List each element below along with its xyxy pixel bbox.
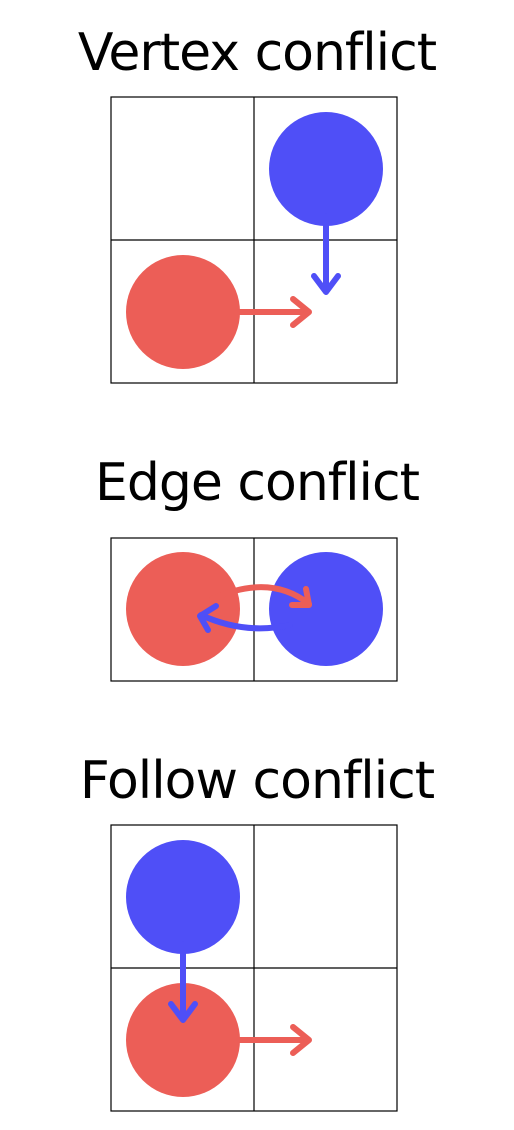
red-agent bbox=[126, 255, 240, 369]
red-move-right-arrow bbox=[233, 1024, 312, 1056]
blue-agent bbox=[269, 552, 383, 666]
grid-2x2 bbox=[110, 96, 398, 384]
grid-1x2 bbox=[110, 537, 398, 682]
edge-conflict-title: Edge conflict bbox=[95, 453, 420, 513]
blue-agent bbox=[126, 840, 240, 954]
grid-2x2 bbox=[110, 824, 398, 1112]
red-agent bbox=[126, 983, 240, 1097]
red-swap-right-arrow bbox=[209, 584, 312, 608]
follow-conflict-title: Follow conflict bbox=[79, 751, 435, 811]
edge-conflict-diagram bbox=[110, 537, 398, 682]
follow-conflict-diagram bbox=[110, 824, 398, 1112]
vertex-conflict-diagram bbox=[110, 96, 398, 384]
red-move-right-arrow bbox=[233, 296, 312, 328]
blue-follow-down-arrow bbox=[168, 941, 198, 1023]
blue-swap-left-arrow bbox=[197, 603, 293, 633]
blue-agent bbox=[269, 112, 383, 226]
blue-move-down-arrow bbox=[311, 213, 341, 295]
red-agent bbox=[126, 552, 240, 666]
vertex-conflict-title: Vertex conflict bbox=[77, 23, 437, 83]
